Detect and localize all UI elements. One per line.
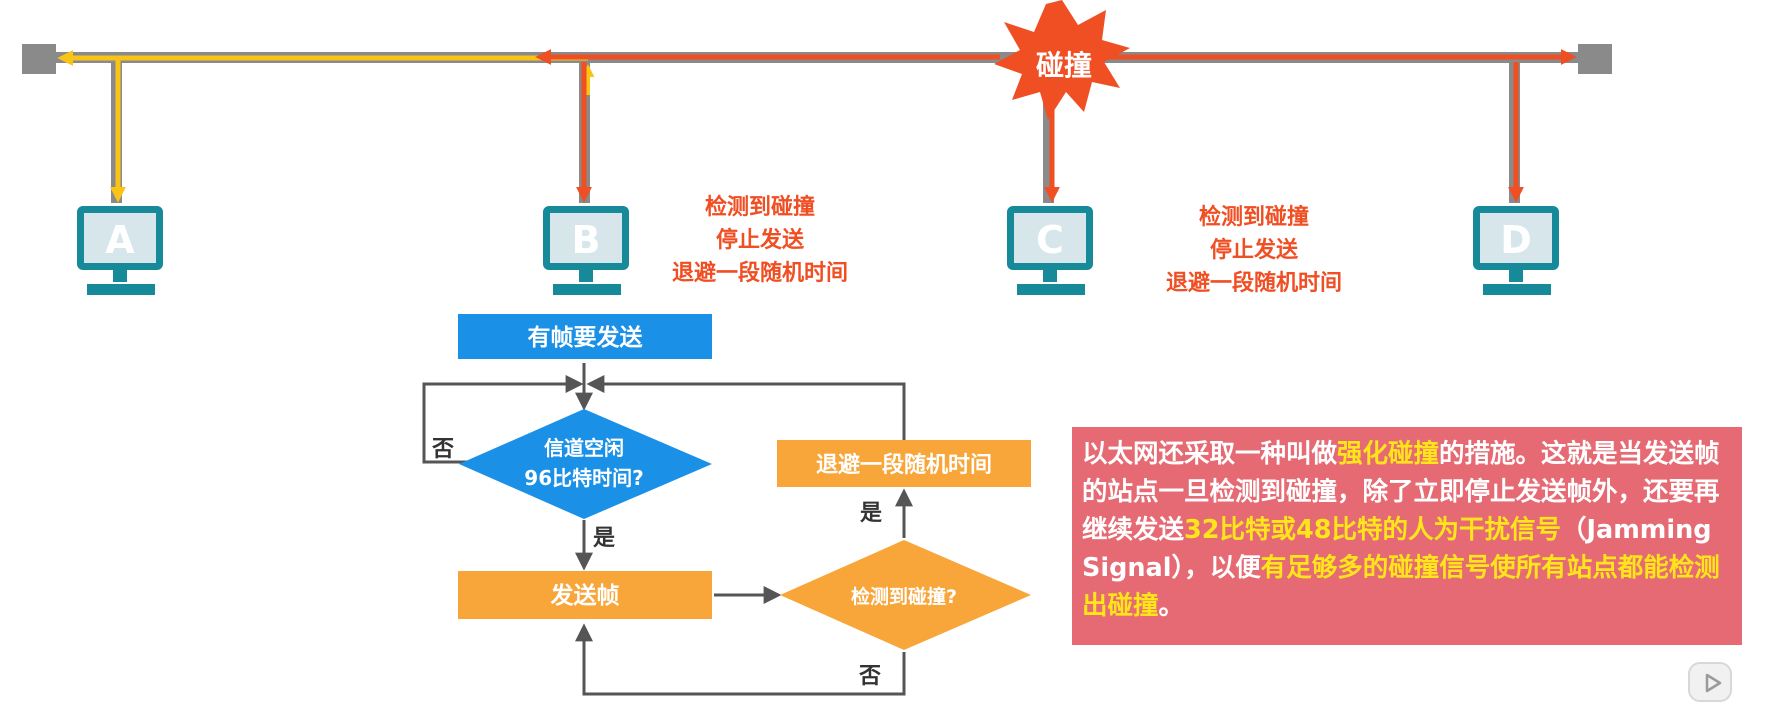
collision-burst: 碰撞 [994,0,1130,120]
connector-no-to-send [575,623,906,696]
flow-yes-label-2: 是 [860,501,882,526]
note-highlight: 强化碰撞 [1337,439,1440,469]
flow-start-box [458,314,712,359]
note-text: 。 [1158,591,1185,621]
note-line: 停止发送 [1210,237,1298,263]
station-b-note: 检测到碰撞 停止发送 退避一段随机时间 [672,194,848,286]
flow-send-box [458,571,712,619]
note-line: 退避一段随机时间 [672,260,848,286]
note-highlight: 32比特或48比特的人为干扰信号 [1184,515,1561,545]
bus [22,44,1612,203]
flow-check-collision-diamond [780,540,1031,650]
connector-no-loop [422,375,584,464]
signal-yellow [57,49,595,203]
bus-terminator-right [1578,44,1612,74]
jamming-signal-note: 以太网还采取一种叫做强化碰撞的措施。这就是当发送帧的站点一旦检测到碰撞，除了立即… [1072,427,1742,645]
flowchart: 有帧要发送 信道空闲 96比特时间? 发送帧 检测到碰撞? 退避一段随机时间 否… [422,314,1031,696]
flow-yes-label: 是 [593,526,615,551]
flow-no-label: 否 [431,437,454,462]
note-text: （Jamming Signal），以便 [1082,515,1712,583]
flow-check-idle-line1: 信道空闲 [544,436,624,460]
connector-backoff-loop [586,375,906,440]
station-label: C [1036,218,1064,262]
station-d: D [1473,206,1559,295]
station-b: B [543,206,629,295]
station-label: A [105,218,135,262]
station-label: B [572,218,601,262]
note-text: 以太网还采取一种叫做 [1082,439,1338,469]
flow-check-idle-diamond [459,409,712,519]
station-d-note: 检测到碰撞 停止发送 退避一段随机时间 [1166,204,1342,296]
play-icon [1705,673,1722,693]
flow-backoff-box [777,440,1031,487]
station-label: D [1500,218,1532,262]
flow-check-collision-label: 检测到碰撞? [851,585,957,608]
note-highlight: 有足够多的碰撞信号使所有站点都能检测出碰撞 [1082,553,1720,621]
flow-start-label: 有帧要发送 [528,324,643,351]
note-line: 检测到碰撞 [1199,204,1309,230]
play-button[interactable] [1688,662,1732,702]
note-line: 停止发送 [716,227,804,253]
note-line: 退避一段随机时间 [1166,270,1342,296]
collision-label: 碰撞 [1036,49,1092,82]
note-line: 检测到碰撞 [705,194,815,220]
station-c: C [1007,206,1093,295]
flow-check-idle-line2: 96比特时间? [524,466,643,490]
collision-starburst-icon [994,0,1130,120]
station-a: A [77,206,163,295]
note-text: 的措施。这就是当发送帧的站点一旦检测到碰撞，除了立即停止发送帧外，还要再继续发送 [1082,439,1720,545]
flow-send-label: 发送帧 [550,582,620,609]
flow-no-label-2: 否 [858,664,881,689]
flow-backoff-label: 退避一段随机时间 [816,452,992,478]
drop-cable-c [1043,58,1054,203]
